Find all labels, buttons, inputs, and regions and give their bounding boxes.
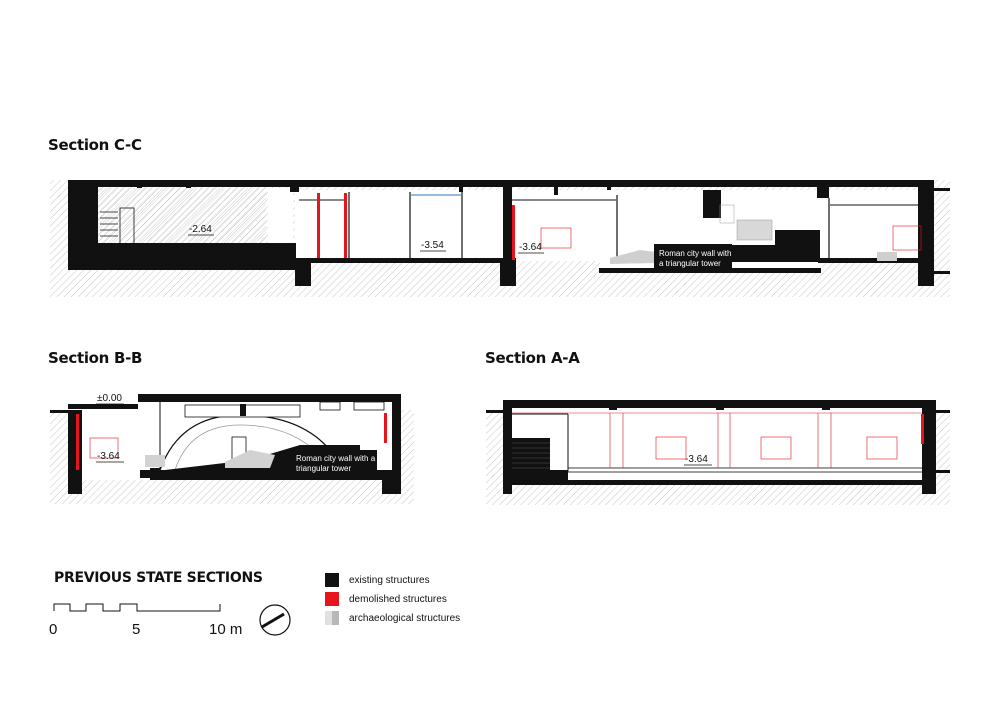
level-label: -3.54 <box>421 240 444 251</box>
north-arrow-icon <box>259 604 291 636</box>
roman-wall-note: a triangular tower <box>659 259 721 268</box>
roman-wall-note: Roman city wall with <box>659 249 731 258</box>
section-cc-drawing: -2.64 -3.54 -3.64 Roman city wall with a… <box>50 180 950 297</box>
legend-label: existing structures <box>349 574 430 586</box>
roman-wall-note: Roman city wall with a <box>296 454 376 463</box>
scale-bar: 0 5 10 m <box>49 603 242 638</box>
legend-item-demolished: demolished structures <box>325 592 447 606</box>
legend-item-archaeological: archaeological structures <box>325 611 460 625</box>
legend-swatch <box>325 573 339 587</box>
section-bb-drawing: ±0.00 -3.64 Roman city wall with a trian… <box>50 393 414 504</box>
legend-swatch <box>325 592 339 606</box>
legend-item-existing: existing structures <box>325 573 430 587</box>
scale-tick-label: 5 <box>132 621 140 638</box>
legend-swatch <box>325 611 339 625</box>
roman-wall-note: triangular tower <box>296 464 351 473</box>
legend-label: archaeological structures <box>349 612 461 624</box>
level-label: -2.64 <box>189 224 212 235</box>
scale-tick-label: 0 <box>49 621 57 638</box>
section-aa-drawing: -3.64 <box>486 400 950 505</box>
level-label: -3.64 <box>685 454 708 465</box>
level-label: -3.64 <box>519 242 542 253</box>
section-cc-title: Section C-C <box>48 136 142 154</box>
section-bb-title: Section B-B <box>48 349 143 367</box>
legend-title: PREVIOUS STATE SECTIONS <box>54 570 263 586</box>
section-aa-title: Section A-A <box>485 349 580 367</box>
stair <box>100 207 135 245</box>
scale-tick-label: 10 m <box>209 621 242 638</box>
level-markers-cc: -2.64 -3.54 -3.64 <box>188 224 544 254</box>
stair-block <box>512 438 550 476</box>
legend-label: demolished structures <box>349 593 447 605</box>
level-label: ±0.00 <box>97 393 122 404</box>
level-label: -3.64 <box>97 451 120 462</box>
